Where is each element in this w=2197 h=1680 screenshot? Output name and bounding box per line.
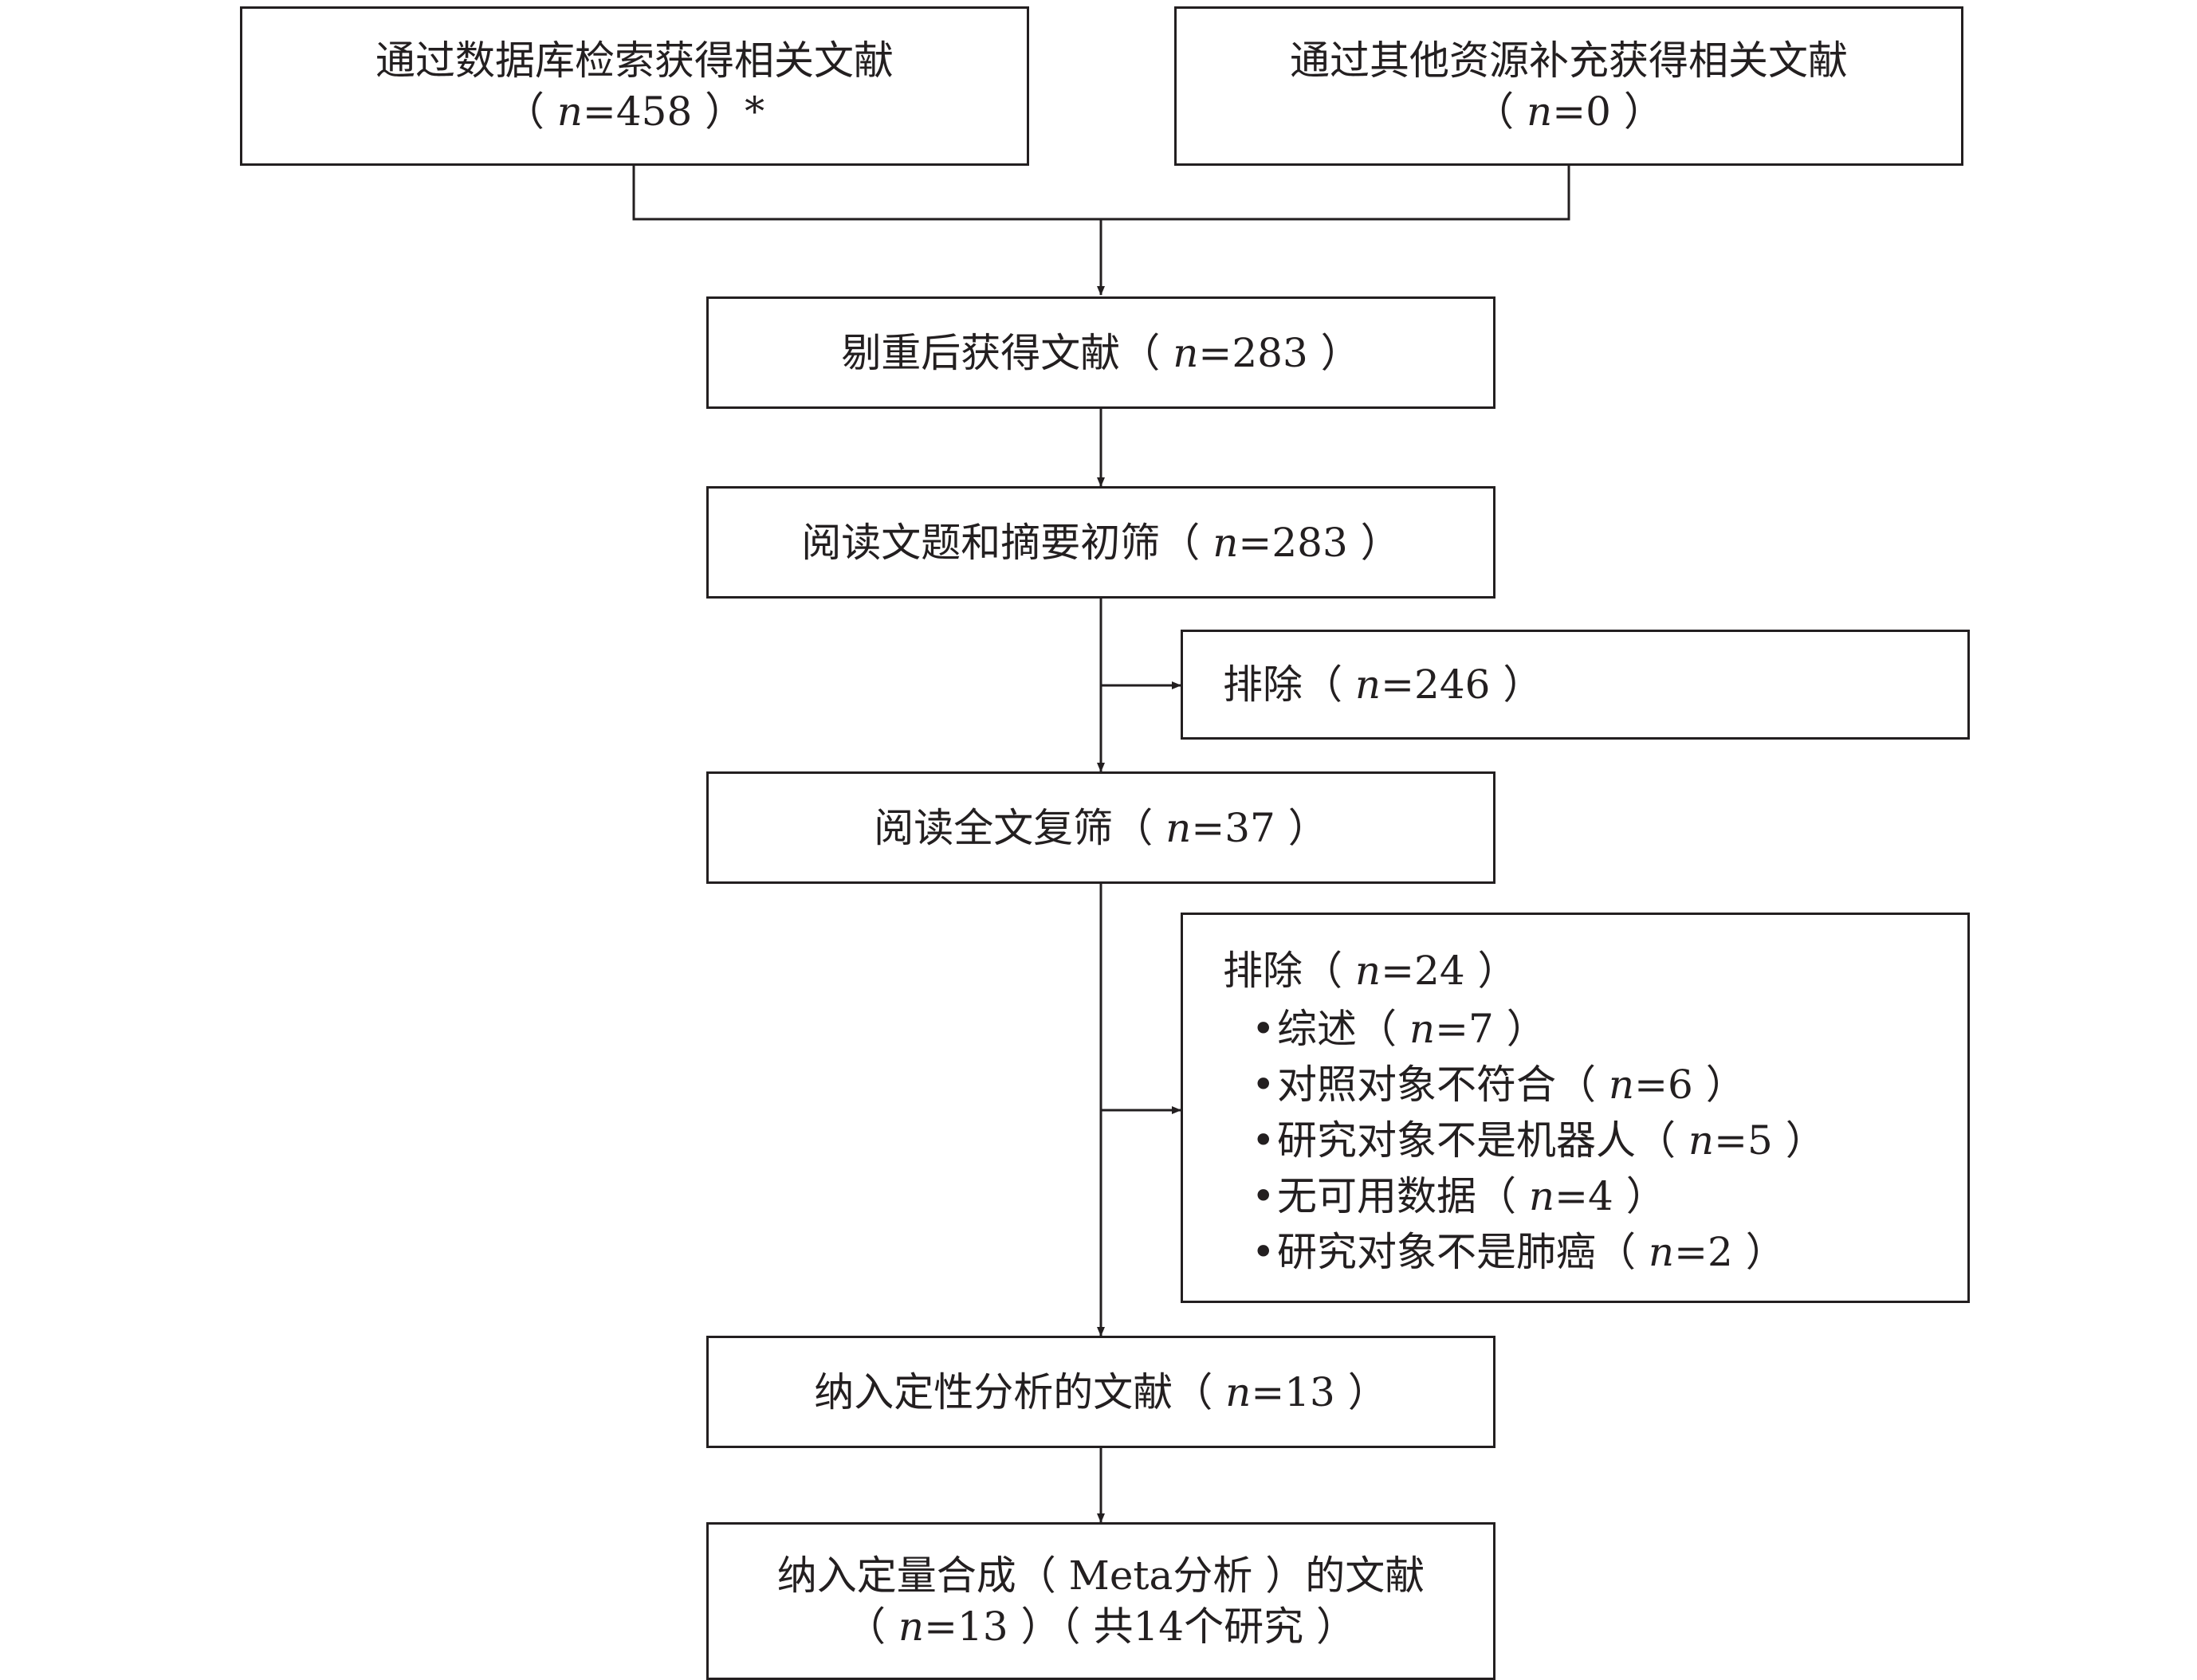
exclusion-reason: 对照对象不符合（ n=6 ） <box>1252 1057 1967 1113</box>
qualitative-synthesis-box: 纳入定性分析的文献（ n=13 ） <box>706 1336 1495 1448</box>
fulltext-screen-label: 阅读全文复筛（ n=37 ） <box>874 804 1328 851</box>
exclusion-reason: 综述（ n=7 ） <box>1252 1001 1967 1057</box>
after-dedup-label: 剔重后获得文献（ n=283 ） <box>841 329 1361 376</box>
exclusion-reason: 研究对象不是肺癌（ n=2 ） <box>1252 1224 1967 1280</box>
quantitative-synthesis-title: 纳入定量合成（ Meta分析 ）的文献 <box>776 1552 1425 1599</box>
identified-other-title: 通过其他资源补充获得相关文献 <box>1290 37 1848 84</box>
merge-connector <box>632 166 1570 221</box>
identified-database-title: 通过数据库检索获得相关文献 <box>375 37 894 84</box>
quantitative-synthesis-count: （ n=13 ）（ 共14个研究 ） <box>846 1603 1356 1650</box>
fulltext-screen-box: 阅读全文复筛（ n=37 ） <box>706 771 1495 884</box>
exclusion-reason: 无可用数据（ n=4 ） <box>1252 1168 1967 1224</box>
title-abstract-screen-box: 阅读文题和摘要初筛（ n=283 ） <box>706 486 1495 599</box>
title-abstract-screen-label: 阅读文题和摘要初筛（ n=283 ） <box>801 519 1401 566</box>
identified-other-count: （ n=0 ） <box>1474 88 1664 135</box>
identified-database-count: （ n=458 ）* <box>504 88 765 135</box>
exclusion-reason: 研究对象不是机器人（ n=5 ） <box>1252 1113 1967 1168</box>
after-dedup-box: 剔重后获得文献（ n=283 ） <box>706 296 1495 409</box>
quantitative-synthesis-box: 纳入定量合成（ Meta分析 ）的文献 （ n=13 ）（ 共14个研究 ） <box>706 1522 1495 1680</box>
qualitative-synthesis-label: 纳入定性分析的文献（ n=13 ） <box>814 1368 1388 1415</box>
identified-other-box: 通过其他资源补充获得相关文献 （ n=0 ） <box>1174 6 1963 166</box>
excluded-screen-label: 排除（ n=246 ） <box>1223 661 1543 708</box>
excluded-fulltext-box: 排除（ n=24 ） 综述（ n=7 ） 对照对象不符合（ n=6 ） 研究对象… <box>1181 913 1970 1303</box>
excluded-screen-box: 排除（ n=246 ） <box>1181 630 1970 740</box>
excluded-fulltext-label: 排除（ n=24 ） <box>1223 948 1518 994</box>
identified-database-box: 通过数据库检索获得相关文献 （ n=458 ）* <box>240 6 1029 166</box>
exclusion-reasons-list: 综述（ n=7 ） 对照对象不符合（ n=6 ） 研究对象不是机器人（ n=5 … <box>1223 1001 1967 1280</box>
